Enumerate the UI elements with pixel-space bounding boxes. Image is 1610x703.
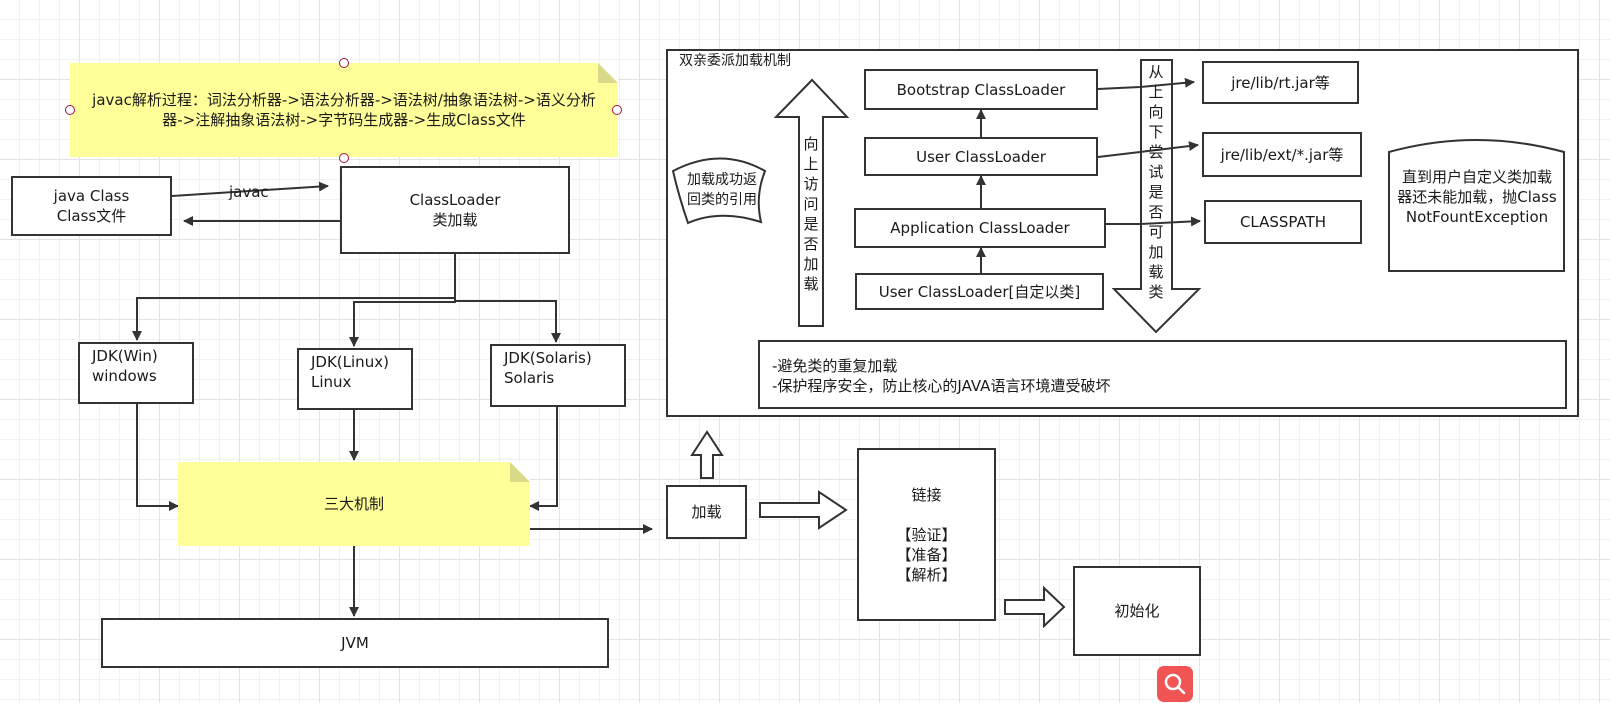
return-ref-banner — [671, 157, 767, 225]
jdk-win-to-mechanism-connector — [136, 404, 179, 511]
bootstrap-to-rt-arrow — [1097, 77, 1195, 90]
user-classloader-node[interactable]: User ClassLoader — [864, 137, 1098, 176]
javac-label: javac — [229, 183, 269, 201]
three-mechanisms-note[interactable]: 三大机制 — [178, 462, 530, 546]
return-ref-text: 加载成功返 回类的引用 — [687, 172, 757, 208]
ext-jar-node[interactable]: jre/lib/ext/*.jar等 — [1202, 132, 1362, 177]
jvm-node[interactable]: JVM — [101, 618, 609, 668]
search-icon — [1164, 673, 1186, 695]
mechanism-note-fold-corner — [510, 462, 530, 482]
down-try-block-arrow — [1111, 59, 1202, 334]
load-to-link-block-arrow — [759, 490, 848, 530]
down-try-text: 从上向下尝试是否可加载类 — [1148, 63, 1164, 301]
exception-note-text: 直到用户自定义类加载器还未能加载，抛ClassNotFountException — [1397, 168, 1557, 226]
jdk-linux-node[interactable]: JDK(Linux) Linux — [297, 348, 413, 410]
jdk-win-node[interactable]: JDK(Win) windows — [78, 342, 194, 404]
classloader-node[interactable]: ClassLoader 类加载 — [340, 166, 570, 254]
javac-process-note[interactable]: javac解析过程：词法分析器->语法分析器->语法树/抽象语法树->语义分析器… — [70, 63, 618, 157]
classloader-to-jdk-solaris-connector — [454, 298, 561, 343]
exception-note-shape — [1388, 139, 1565, 272]
jdk-solaris-to-mechanism-connector — [529, 407, 558, 511]
load-node[interactable]: 加载 — [666, 485, 747, 539]
classpath-node[interactable]: CLASSPATH — [1204, 200, 1362, 244]
jdk-solaris-node[interactable]: JDK(Solaris) Solaris — [490, 344, 626, 407]
up-access-text: 向上访问是否加载 — [803, 135, 819, 293]
bootstrap-classloader-node[interactable]: Bootstrap ClassLoader — [864, 69, 1098, 110]
rt-jar-node[interactable]: jre/lib/rt.jar等 — [1202, 61, 1359, 104]
init-node[interactable]: 初始化 — [1073, 566, 1201, 656]
resize-handle-top[interactable] — [339, 58, 349, 68]
classloader-to-jdk-win-connector — [132, 254, 456, 341]
delegation-title: 双亲委派加载机制 — [679, 53, 791, 69]
java-class-node[interactable]: java Class Class文件 — [11, 176, 172, 236]
application-to-classpath-arrow — [1106, 216, 1201, 227]
up-access-block-arrow — [773, 78, 850, 327]
user-to-ext-arrow — [1097, 141, 1199, 158]
load-up-block-arrow — [690, 430, 724, 479]
javac-arrow — [171, 181, 329, 197]
custom-classloader-node[interactable]: User ClassLoader[自定以类] — [855, 273, 1104, 310]
resize-handle-right[interactable] — [612, 105, 622, 115]
link-to-init-block-arrow — [1004, 585, 1066, 629]
application-classloader-node[interactable]: Application ClassLoader — [854, 208, 1106, 248]
resize-handle-bottom[interactable] — [339, 153, 349, 163]
classloader-to-jdk-linux-connector — [349, 298, 456, 347]
javac-process-text: javac解析过程：词法分析器->语法分析器->语法树/抽象语法树->语义分析器… — [92, 91, 596, 129]
note-fold-corner — [598, 63, 618, 83]
link-node[interactable]: 链接 【验证】 【准备】 【解析】 — [857, 448, 996, 621]
search-button[interactable] — [1157, 666, 1193, 702]
resize-handle-left[interactable] — [65, 105, 75, 115]
benefits-node[interactable]: -避免类的重复加载 -保护程序安全，防止核心的JAVA语言环境遭受破坏 — [758, 340, 1567, 409]
